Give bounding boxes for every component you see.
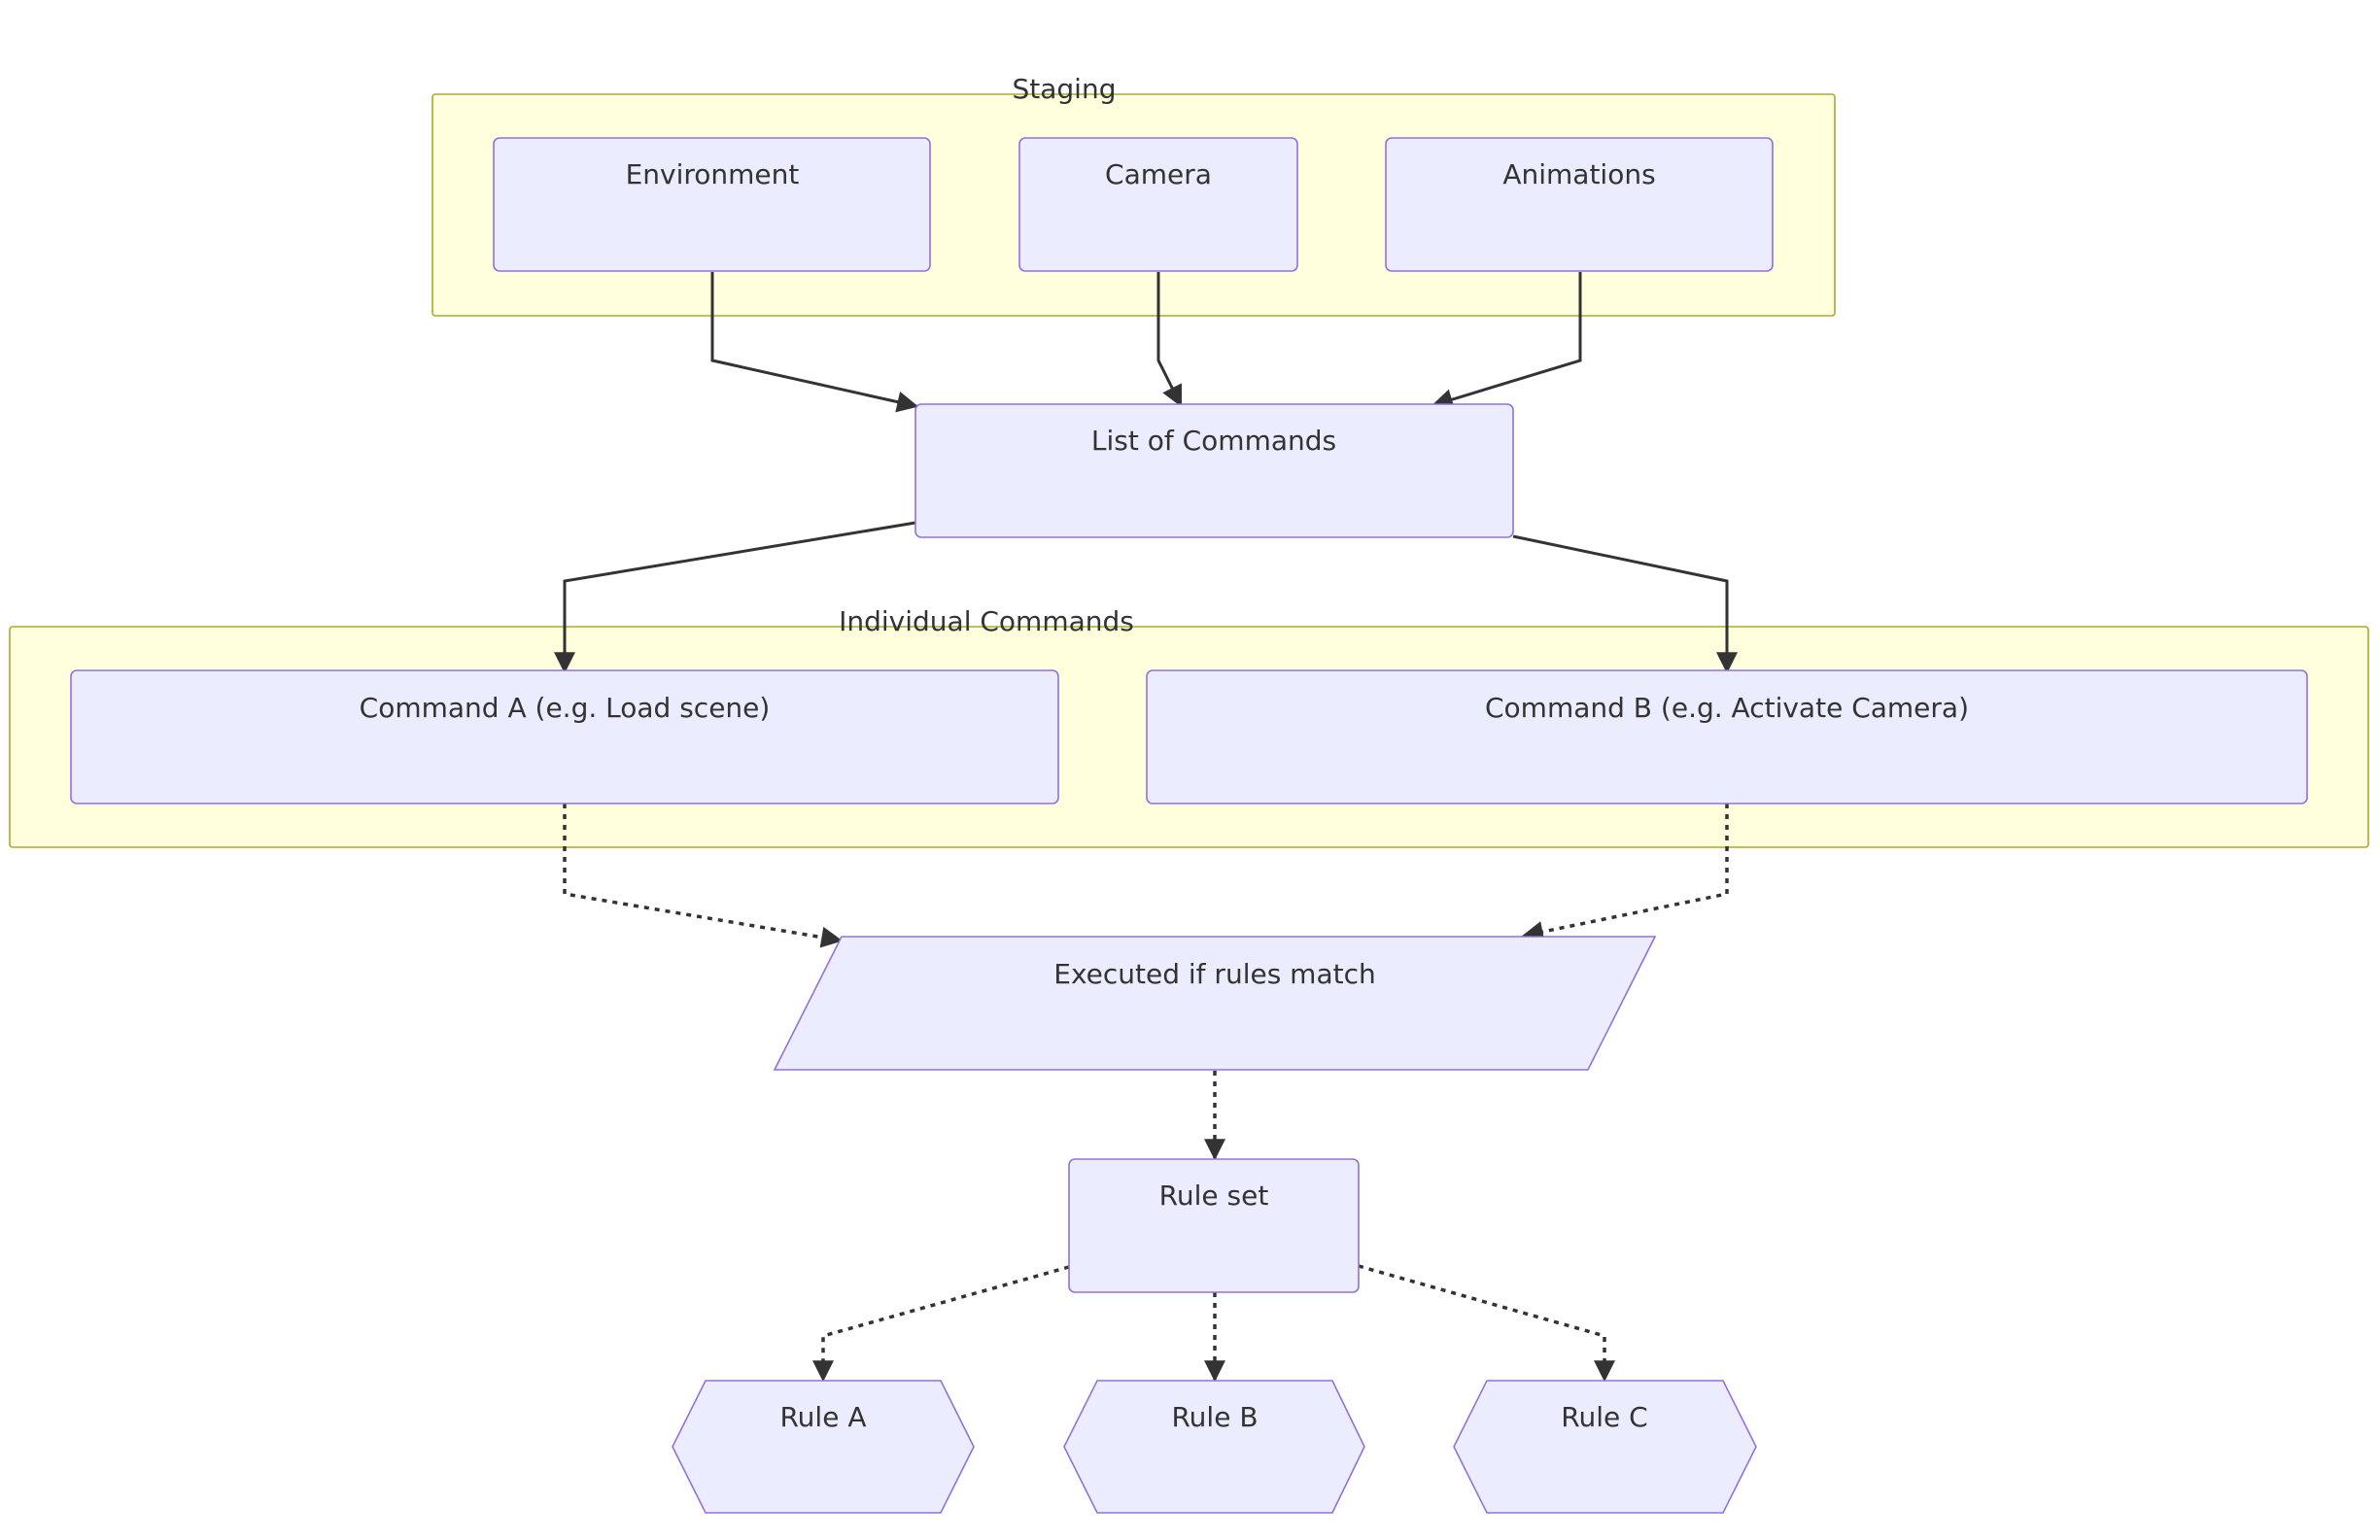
edge-camera-to-list [1156,272,1183,407]
edges-solid [554,272,1738,674]
cluster-individual-commands-label: Individual Commands [839,605,1134,637]
edge-list-to-command-a [554,521,916,674]
node-list-of-commands[interactable]: List of Commands [914,403,1514,538]
node-executed-if-rules-match-label: Executed if rules match [1053,958,1376,990]
node-rule-set[interactable]: Rule set [1068,1158,1360,1293]
edge-command-a-to-executed [563,804,844,948]
node-command-a[interactable]: Command A (e.g. Load scene) [70,669,1059,804]
node-command-b-label: Command B (e.g. Activate Camera) [1485,692,1969,724]
node-rule-set-label: Rule set [1159,1180,1269,1212]
node-rule-b[interactable]: Rule B [1063,1380,1365,1514]
node-rule-a[interactable]: Rule A [672,1380,975,1514]
edges-dotted [563,804,1729,1383]
edge-list-to-command-b [1512,534,1738,674]
node-list-of-commands-label: List of Commands [1091,425,1336,457]
node-rule-c-label: Rule C [1561,1401,1647,1433]
node-executed-if-rules-match[interactable]: Executed if rules match [773,936,1657,1071]
edge-animations-to-list [1431,272,1582,410]
node-rule-c[interactable]: Rule C [1453,1380,1757,1514]
node-rule-a-label: Rule A [779,1401,866,1433]
node-environment[interactable]: Environment [493,137,931,272]
node-command-b[interactable]: Command B (e.g. Activate Camera) [1146,669,2308,804]
node-environment-label: Environment [626,158,800,190]
edge-rule-set-to-rule-c [1358,1264,1615,1383]
node-animations[interactable]: Animations [1385,137,1774,272]
node-animations-label: Animations [1502,158,1655,190]
node-command-a-label: Command A (e.g. Load scene) [360,692,771,724]
edge-rule-set-to-rule-a [812,1265,1070,1383]
edge-command-b-to-executed [1521,804,1729,942]
node-rule-b-label: Rule B [1171,1401,1258,1433]
edge-environment-to-list [710,272,919,413]
node-camera-label: Camera [1105,158,1212,190]
cluster-staging-label: Staging [1013,73,1117,105]
node-camera[interactable]: Camera [1018,137,1298,272]
